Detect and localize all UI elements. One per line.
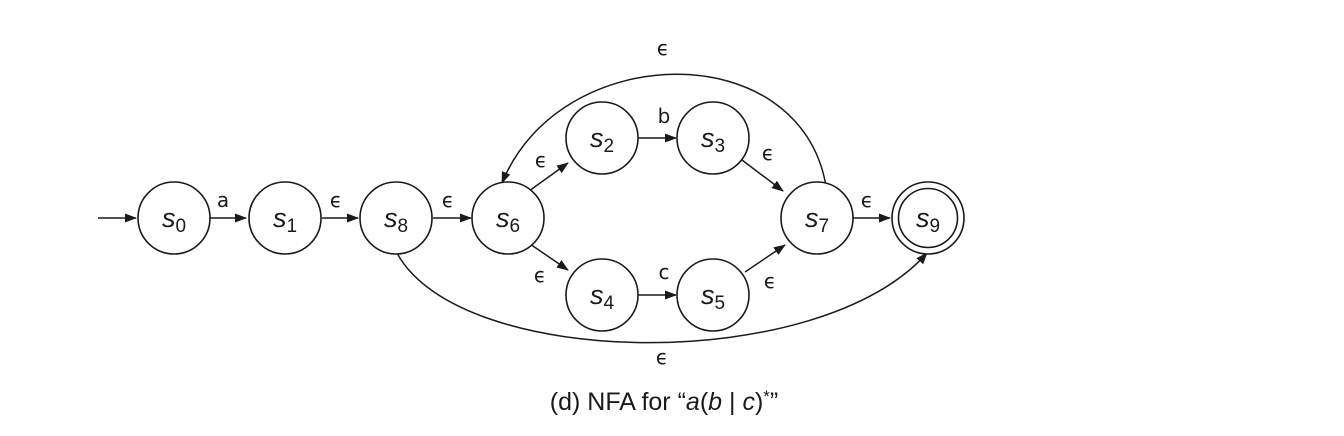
edge-s8-s9-bypass [396, 252, 928, 344]
state-letter: s [162, 203, 176, 233]
state-letter: s [590, 280, 604, 310]
transitions [98, 73, 928, 344]
edge-s6-s2 [528, 162, 569, 192]
state-letter: s [273, 203, 287, 233]
caption-b: b [708, 388, 722, 416]
svg-text:s2: s2 [590, 123, 614, 157]
edge-s5-s7 [744, 244, 786, 273]
label-s7-s6: ϵ [657, 36, 669, 60]
caption-prefix: (d) NFA for “ [550, 388, 686, 416]
state-s3: s3 [676, 101, 750, 175]
state-subscript: 7 [818, 216, 829, 237]
label-s5-s7: ϵ [764, 269, 776, 293]
state-letter: s [916, 203, 930, 233]
state-subscript: 1 [286, 216, 297, 237]
label-s2-s3: b [658, 104, 671, 128]
state-subscript: 3 [714, 136, 725, 157]
state-letter: s [701, 280, 715, 310]
edge-s6-s4 [529, 243, 569, 271]
state-letter: s [590, 123, 604, 153]
state-subscript: 4 [603, 293, 614, 314]
caption-a: a [686, 388, 700, 416]
transition-labels: a ϵ ϵ ϵ b ϵ ϵ c ϵ ϵ ϵ ϵ [217, 36, 873, 369]
state-subscript: 0 [175, 216, 186, 237]
state-subscript: 9 [929, 216, 940, 237]
label-s1-s8: ϵ [330, 188, 342, 212]
label-s6-s4: ϵ [534, 263, 546, 287]
caption-close-paren: ) [755, 388, 763, 416]
state-s4: s4 [565, 258, 639, 332]
caption-bar: | [722, 388, 742, 416]
label-s0-s1: a [217, 188, 229, 212]
caption-open-paren: ( [700, 388, 709, 416]
state-letter: s [384, 203, 398, 233]
label-s7-s9: ϵ [861, 188, 873, 212]
svg-text:s1: s1 [273, 203, 297, 237]
state-subscript: 8 [397, 216, 408, 237]
accepting-ring [897, 187, 959, 249]
edge-s3-s7 [741, 159, 784, 192]
svg-text:s9: s9 [916, 203, 940, 237]
label-s3-s7: ϵ [762, 141, 774, 165]
svg-text:s0: s0 [162, 203, 186, 237]
svg-text:s4: s4 [590, 280, 615, 314]
caption-suffix: ” [770, 388, 778, 416]
state-subscript: 6 [509, 216, 520, 237]
state-letter: s [496, 203, 510, 233]
state-subscript: 2 [603, 136, 614, 157]
state-s6: s6 [471, 181, 545, 255]
label-s6-s2: ϵ [535, 148, 547, 172]
caption-c: c [742, 388, 755, 416]
state-s0: s0 [137, 181, 211, 255]
state-letter: s [805, 203, 819, 233]
state-subscript: 5 [714, 293, 725, 314]
figure-caption: (d) NFA for “a(b | c)*” [550, 387, 778, 416]
label-s8-s9: ϵ [656, 345, 668, 369]
state-s8: s8 [359, 181, 433, 255]
svg-text:s3: s3 [701, 123, 725, 157]
state-s1: s1 [248, 181, 322, 255]
state-s9-accepting: s9 [891, 181, 965, 255]
state-s5: s5 [676, 258, 750, 332]
state-s7: s7 [780, 181, 854, 255]
state-letter: s [701, 123, 715, 153]
svg-text:s5: s5 [701, 280, 725, 314]
svg-text:s6: s6 [496, 203, 520, 237]
svg-text:s8: s8 [384, 203, 408, 237]
caption-star: * [763, 387, 770, 406]
states: s0 s1 s8 s6 s2 s3 s4 s5 [137, 101, 965, 332]
state-s2: s2 [565, 101, 639, 175]
label-s8-s6: ϵ [442, 188, 454, 212]
label-s4-s5: c [659, 260, 670, 284]
svg-text:s7: s7 [805, 203, 829, 237]
edge-s7-s6-loop [501, 73, 827, 187]
